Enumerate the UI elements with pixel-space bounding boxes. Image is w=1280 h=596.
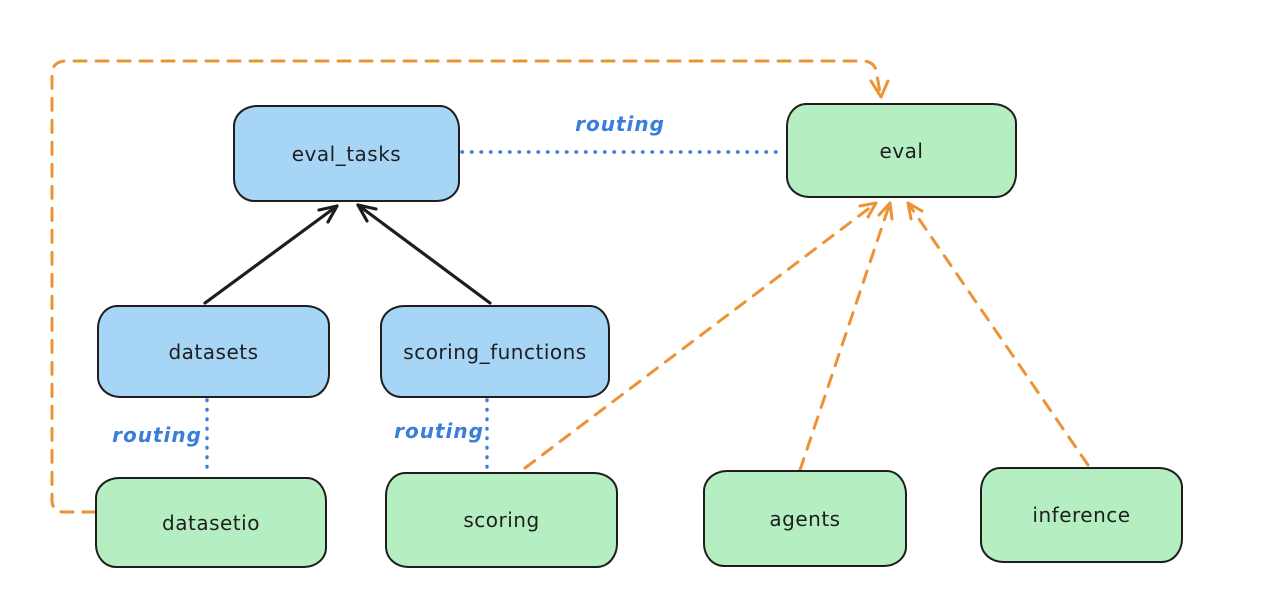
edge-agents-to-eval [798, 201, 894, 472]
edge-label-routing-top: routing [575, 112, 665, 136]
node-eval-tasks-label: eval_tasks [291, 141, 402, 166]
node-scoring-functions-label: scoring_functions [403, 339, 587, 364]
node-datasetio: datasetio [95, 477, 327, 568]
node-inference-label: inference [1032, 503, 1131, 527]
edge-label-routing-datasets: routing [112, 423, 202, 447]
node-agents-label: agents [769, 506, 841, 531]
node-datasets-label: datasets [168, 339, 259, 364]
node-eval: eval [786, 103, 1017, 198]
edge-scoring-functions-to-eval-tasks [356, 203, 492, 305]
node-eval-label: eval [879, 138, 924, 163]
node-eval-tasks: eval_tasks [233, 105, 460, 202]
node-inference: inference [980, 467, 1183, 563]
edge-inference-to-eval [906, 201, 1090, 467]
node-scoring-functions: scoring_functions [380, 305, 610, 398]
node-datasets: datasets [97, 305, 330, 398]
node-scoring-label: scoring [463, 508, 540, 532]
node-agents: agents [703, 470, 907, 567]
node-scoring: scoring [385, 472, 618, 568]
node-datasetio-label: datasetio [162, 510, 260, 535]
edge-datasets-to-eval-tasks [203, 204, 339, 305]
edge-label-routing-scoring: routing [394, 419, 484, 443]
